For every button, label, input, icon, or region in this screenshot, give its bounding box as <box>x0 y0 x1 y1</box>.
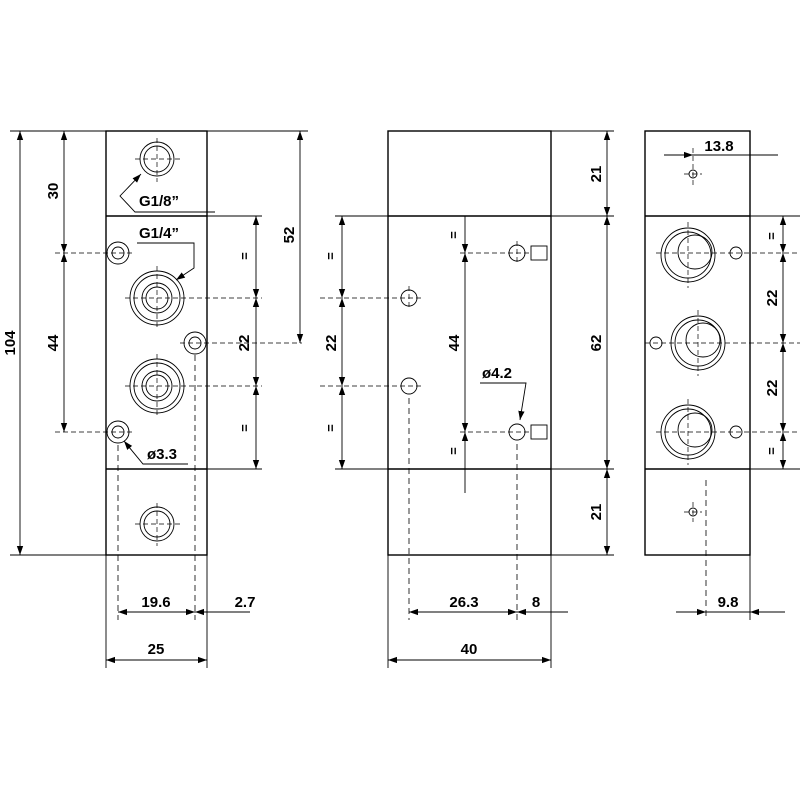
middle-dim-hole-edge: 8 <box>532 594 540 611</box>
dim-side-hole-x: 2.7 <box>235 594 256 611</box>
equal-mark-right-lower: = <box>764 447 779 455</box>
middle-dim-center-block: 62 <box>588 335 605 352</box>
dim-hole-spacing: 44 <box>45 334 62 351</box>
middle-hole-right-lower <box>460 423 548 620</box>
dim-front-width: 25 <box>148 641 165 658</box>
middle-hole-right-upper <box>460 241 548 265</box>
dim-port-offset: 52 <box>281 227 298 244</box>
middle-dim-port-spacing: 22 <box>323 335 340 352</box>
front-mount-hole-middle <box>180 331 302 355</box>
middle-view: 22 = = 44 = = 21 62 21 ø4.2 26.3 8 40 <box>320 130 614 668</box>
middle-body <box>387 130 552 556</box>
right-port-lower <box>656 399 800 465</box>
right-side-hole-lower <box>729 425 743 439</box>
dim-top-to-hole: 30 <box>45 183 62 200</box>
right-side-hole-middle <box>649 336 663 350</box>
label-d42: ø4.2 <box>482 365 512 382</box>
right-pin-top <box>684 148 702 186</box>
equal-mark-middle-inner-upper: = <box>446 231 461 239</box>
label-d33: ø3.3 <box>147 446 177 463</box>
right-pin-bottom <box>684 502 702 522</box>
middle-dim-width: 40 <box>461 641 478 658</box>
right-view: 13.8 = 22 22 = 9.8 <box>644 130 800 620</box>
middle-hole-left-upper <box>320 286 423 310</box>
middle-dim-hole-x: 26.3 <box>449 594 478 611</box>
front-mount-hole-lower <box>55 420 132 444</box>
middle-dim-bottom-block: 21 <box>588 504 605 521</box>
equal-mark-middle-inner-lower: = <box>446 447 461 455</box>
right-port-upper <box>656 222 800 288</box>
front-port-lower <box>125 354 262 418</box>
equal-mark-front-lower: = <box>237 424 252 432</box>
equal-mark-middle-left-lower: = <box>323 424 338 432</box>
front-bottom-port <box>135 503 180 546</box>
equal-mark-right-upper: = <box>764 232 779 240</box>
dim-total-height: 104 <box>2 330 19 356</box>
middle-hole-left-lower <box>320 377 423 620</box>
right-dim-bottom-offset: 9.8 <box>718 594 739 611</box>
middle-dim-hole-spacing: 44 <box>446 334 463 351</box>
front-mount-hole-upper <box>55 241 132 265</box>
label-g18: G1/8” <box>139 193 179 210</box>
front-top-port <box>135 138 180 182</box>
right-dim-top-hole-x: 13.8 <box>704 138 733 155</box>
middle-dim-top-block: 21 <box>588 166 605 183</box>
right-dim-port-spacing-lower: 22 <box>764 380 781 397</box>
label-g14: G1/4” <box>139 225 179 242</box>
equal-mark-middle-left-upper: = <box>323 252 338 260</box>
front-port-upper <box>125 266 262 330</box>
front-view: 104 30 44 52 22 = = G1/8” G1/4” ø3.3 19.… <box>2 130 308 668</box>
dim-port-x: 19.6 <box>141 594 170 611</box>
right-dim-port-spacing-upper: 22 <box>764 290 781 307</box>
right-port-middle <box>645 310 800 376</box>
right-side-hole-upper <box>729 246 743 260</box>
equal-mark-front-upper: = <box>237 252 252 260</box>
dim-port-spacing: 22 <box>236 335 253 352</box>
